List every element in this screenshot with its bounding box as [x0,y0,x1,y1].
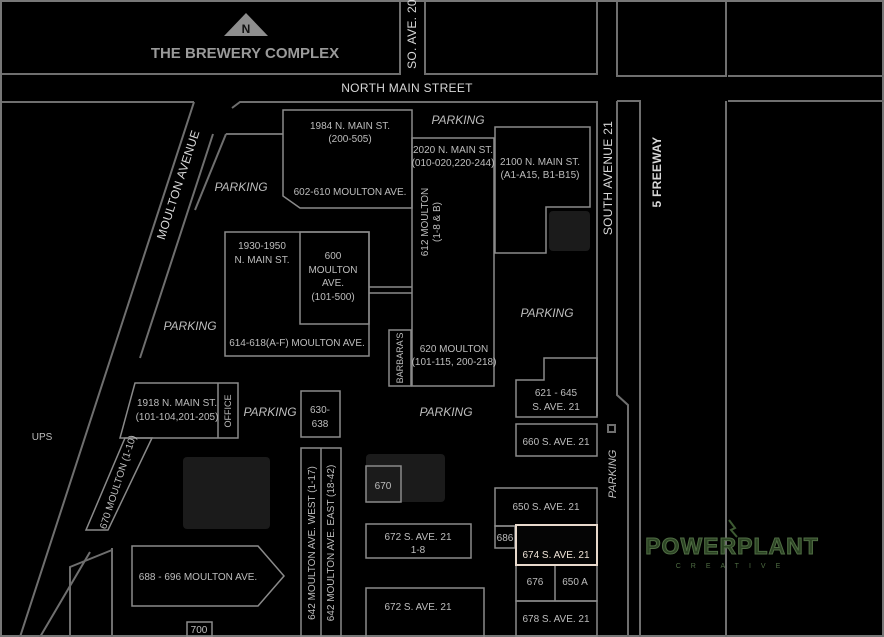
building-outlines [84,109,598,637]
logo-sub: CREATIVE [676,563,791,570]
label-600-a: 600 [325,251,342,262]
south-ave-21-label: SOUTH AVENUE 21 [601,121,615,235]
label-602: 602-610 MOULTON AVE. [294,187,407,198]
label-600-d: (101-500) [311,292,354,303]
bldg-621-outline [515,357,598,418]
label-688: 688 - 696 MOULTON AVE. [139,572,257,583]
parking-top: PARKING [431,113,484,127]
bldg-2100-outline [494,126,591,254]
svg-text:612 MOULTON: 612 MOULTON [420,188,431,257]
label-office: OFFICE [223,395,233,428]
label-686: 686 [497,533,514,544]
label-676: 676 [527,577,544,588]
dark-structure-1 [549,211,590,251]
label-600-c: AVE. [322,278,344,289]
label-1984-a: 1984 N. MAIN ST. [310,121,390,132]
label-614: 614-618(A-F) MOULTON AVE. [229,338,365,349]
parking-left-mid: PARKING [163,319,216,333]
label-678: 678 S. AVE. 21 [522,614,590,625]
label-ups: UPS [32,432,53,443]
parking-center: PARKING [419,405,472,419]
freeway-label: 5 FREEWAY [650,137,664,208]
label-621-b: S. AVE. 21 [532,402,580,413]
barbaras-outline [388,329,412,387]
label-2100-a: 2100 N. MAIN ST. [500,157,580,168]
bldg-674-highlight[interactable] [515,524,598,566]
bldg-600-outline [299,231,370,325]
parking-right-vertical: PARKING [607,449,619,498]
bldg-1984-outline [282,109,413,209]
north-marker: N [224,13,268,36]
dark-structure-3 [366,454,445,502]
bldg-660-outline [515,423,598,457]
bldg-1918-outline [119,382,239,439]
bldg-688-outline [131,545,285,607]
north-label: N [242,22,251,36]
bldg-670-outline [365,465,402,503]
label-674: 674 S. AVE. 21 [522,550,590,561]
label-700: 700 [191,625,208,636]
label-620-a: 620 MOULTON [420,344,489,355]
label-1930-a: 1930-1950 [238,241,286,252]
moulton-avenue-label: MOULTON AVENUE [154,128,203,241]
label-670: 670 [375,481,392,492]
bldg-672a-outline [365,523,472,559]
label-621-a: 621 - 645 [535,388,578,399]
label-2020-a: 2020 N. MAIN ST. [413,145,493,156]
label-1918-b: (101-104,201-205) [136,412,219,423]
bldg-678-outline [515,600,598,637]
parking-center-left: PARKING [243,405,296,419]
label-630-b: 638 [312,419,329,430]
svg-text:(1-8 & B): (1-8 & B) [432,202,443,242]
label-600-b: MOULTON [308,265,357,276]
label-660: 660 S. AVE. 21 [522,437,590,448]
label-672b: 672 S. AVE. 21 [384,602,452,613]
dark-structure-2 [183,457,270,529]
label-2100-b: (A1-A15, B1-B15) [501,170,580,181]
bldg-630-outline [300,390,341,438]
complex-title: THE BREWERY COMPLEX [151,45,339,62]
north-main-street-label: NORTH MAIN STREET [341,81,473,95]
moulton-612-label: 612 MOULTON (1-8 & B) [420,188,443,257]
moulton-east-label: 642 MOULTON AVE. EAST (18-42) [326,465,337,622]
label-1984-b: (200-505) [328,134,371,145]
label-672a-a: 672 S. AVE. 21 [384,532,452,543]
label-650: 650 S. AVE. 21 [512,502,580,513]
so-ave-20-label: SO. AVE. 20 [405,0,419,69]
bldg-2020-outline [411,137,495,387]
label-630-a: 630- [310,405,330,416]
north-arrow-icon [224,13,268,36]
label-1918-a: 1918 N. MAIN ST. [137,398,217,409]
moulton-670-label: 670 MOULTON (1-10) [98,434,139,531]
building-labels: 1984 N. MAIN ST. (200-505) 602-610 MOULT… [32,121,590,636]
label-672a-b: 1-8 [411,545,426,556]
moulton-west-label: 642 MOULTON AVE. WEST (1-17) [307,466,318,620]
label-620-b: (101-115, 200-218) [412,357,497,368]
label-1930-b: N. MAIN ST. [234,255,289,266]
logo-name: POWERPLANT [645,533,819,559]
moulton-670-outline [84,437,154,531]
parking-right: PARKING [520,306,573,320]
label-650a: 650 A [562,577,588,588]
parking-left-top: PARKING [214,180,267,194]
bldg-672b-outline [365,587,485,637]
powerplant-logo: POWERPLANT CREATIVE [645,519,819,570]
label-2020-b: (010-020,220-244) [412,158,495,169]
bldg-700-outline [186,621,213,637]
lightning-icon [728,519,738,538]
label-barbaras: BARBARA'S [395,333,405,384]
